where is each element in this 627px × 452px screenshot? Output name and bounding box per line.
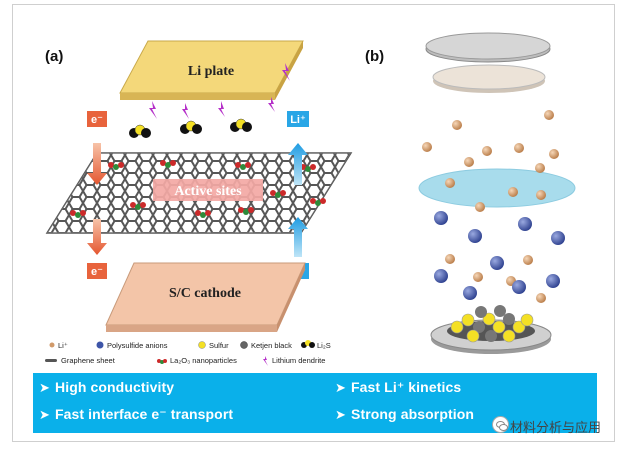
legend-la2o3-icon (157, 359, 167, 364)
electron-badge-top (87, 111, 107, 127)
wechat-icon (492, 416, 509, 433)
legend-polysulfide: Polysulfide anions (107, 341, 168, 350)
legend-la2o3: La₂O₃ nanoparticles (170, 356, 237, 365)
li-arrow-bottom (288, 217, 308, 257)
li-badge-top (287, 111, 309, 127)
chevron-icon: ➤ (335, 407, 346, 422)
legend-sulfur-icon (198, 341, 206, 349)
feature-strong-absorption: ➤ Strong absorption (335, 406, 474, 423)
chevron-icon: ➤ (39, 407, 50, 422)
electron-arrow-top (87, 143, 107, 185)
sc-cathode: S/C cathode (105, 262, 306, 332)
feature-fast-interface: ➤ Fast interface e⁻ transport (39, 406, 233, 423)
li-plate: Li plate (119, 40, 304, 100)
la2o3-nanoparticles (70, 160, 326, 218)
electron-arrow-bottom (87, 219, 107, 255)
electron-badge-bottom (87, 263, 107, 279)
li2s-near-plate (129, 118, 252, 138)
legend-sulfur: Sulfur (209, 341, 229, 350)
li-ions-panel-b (422, 110, 559, 303)
feature-high-conductivity: ➤ High conductivity (39, 379, 174, 396)
separator-disc (418, 168, 576, 208)
cathode-label: S/C cathode (169, 286, 241, 301)
legend-ketjen-icon (240, 341, 248, 349)
legend-li2s: Li₂S (317, 341, 331, 350)
legend-ketjen: Ketjen black (251, 341, 292, 350)
electron-label-top: e⁻ (91, 114, 103, 126)
active-sites-label-box: Active sites (153, 179, 263, 201)
panel-a-label: (a) (45, 48, 63, 65)
li-arrow-top (288, 143, 308, 185)
polysulfide-anions-panel-b (434, 211, 565, 300)
legend-dendrite-icon (263, 356, 268, 366)
watermark: 材料分析与应用 (510, 421, 602, 436)
li-label-top: Li⁺ (290, 114, 306, 126)
electron-label-bottom: e⁻ (91, 266, 103, 278)
legend-polysulfide-icon (96, 341, 104, 349)
legend-li2s-icon (301, 340, 315, 348)
legend-li-ion: Li⁺ (58, 341, 68, 350)
legend-li-ion-icon (49, 342, 55, 348)
legend-dendrite: Lithium dendrite (272, 356, 325, 365)
feature-label: High conductivity (55, 379, 175, 395)
feature-fast-li-kinetics: ➤ Fast Li⁺ kinetics (335, 379, 461, 396)
feature-label: Fast interface e⁻ transport (55, 406, 234, 422)
feature-label: Strong absorption (351, 406, 475, 422)
panel-b-label: (b) (365, 48, 384, 65)
legend: Li⁺ Polysulfide anions Sulfur Ketjen bla… (45, 340, 331, 366)
active-sites-label: Active sites (174, 184, 242, 199)
chevron-icon: ➤ (335, 380, 346, 395)
cathode-particles-panel-b (450, 305, 534, 343)
chevron-icon: ➤ (39, 380, 50, 395)
schematic-svg: (a) (b) Li plate (45, 32, 576, 366)
figure-frame: (a) (b) Li plate (12, 4, 615, 442)
legend-graphene-icon (45, 359, 57, 362)
lithium-dendrites (149, 63, 290, 119)
li-plate-label: Li plate (188, 64, 234, 79)
feature-label: Fast Li⁺ kinetics (351, 379, 462, 395)
legend-graphene: Graphene sheet (61, 356, 116, 365)
